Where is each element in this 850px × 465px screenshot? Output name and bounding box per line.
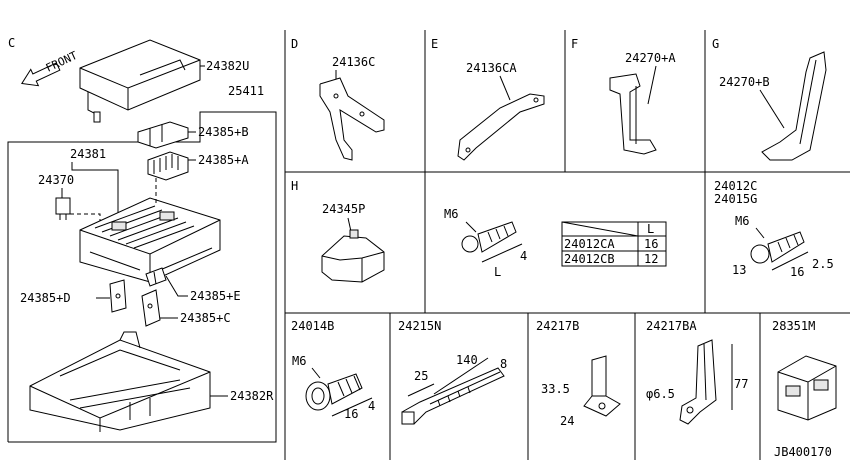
part-24215N: 24215N: [398, 319, 441, 333]
table-row-2-L: 12: [644, 252, 658, 266]
connector-d-part: [109, 279, 127, 313]
bracket-24136CA-part: [457, 93, 545, 161]
dim-m6-a: M6: [444, 207, 458, 221]
part-24385E: 24385+E: [190, 289, 241, 303]
dim-16-a: 16: [790, 265, 804, 279]
connector-28351M-part: [777, 355, 837, 421]
cap-24345P-part: [321, 229, 385, 283]
bracket-24270A-part: [609, 73, 657, 155]
bracket-24136C-part: [319, 77, 385, 161]
part-24382R: 24382R: [230, 389, 274, 403]
part-24382U: 24382U: [206, 59, 249, 73]
connector-b-part: [137, 121, 189, 149]
fuse-block-part: [79, 197, 221, 283]
part-24385D: 24385+D: [20, 291, 71, 305]
part-24385B: 24385+B: [198, 125, 249, 139]
bolt-24015G-part: [750, 231, 805, 264]
dim-4-a: 4: [520, 249, 527, 263]
connector-e-part: [145, 267, 167, 287]
part-24270B: 24270+B: [719, 75, 770, 89]
table-header-L: L: [647, 222, 654, 236]
dim-4-b: 4: [368, 399, 375, 413]
dim-8: 8: [500, 357, 507, 371]
dim-25: 25: [414, 369, 428, 383]
section-c-label: C: [8, 36, 15, 50]
bolt-24014B-part: [305, 373, 363, 411]
dim-33-5: 33.5: [541, 382, 570, 396]
connector-a-part: [147, 151, 189, 181]
front-label: FRONT: [44, 49, 80, 75]
part-24270A: 24270+A: [625, 51, 676, 65]
fuse-box-cover-part: [79, 39, 201, 123]
part-24385A: 24385+A: [198, 153, 249, 167]
dim-L: L: [494, 265, 501, 279]
part-24381: 24381: [70, 147, 106, 161]
part-24370: 24370: [38, 173, 74, 187]
fuse-box-lower-case-part: [29, 331, 211, 432]
bolt-24012C-part: [461, 221, 517, 253]
length-table: [561, 221, 667, 267]
table-row-1-L: 16: [644, 237, 658, 251]
part-24014B: 24014B: [291, 319, 334, 333]
part-24385C: 24385+C: [180, 311, 231, 325]
bracket-24217B-part: [583, 355, 621, 417]
table-row-2-part: 24012CB: [564, 252, 615, 266]
dim-140: 140: [456, 353, 478, 367]
dim-2-5: 2.5: [812, 257, 834, 271]
bracket-24270B-part: [761, 51, 827, 161]
dim-m6-c: M6: [292, 354, 306, 368]
dim-77: 77: [734, 377, 748, 391]
dim-16-b: 16: [344, 407, 358, 421]
dim-phi-6-5: φ6.5: [646, 387, 675, 401]
section-e-label: E: [431, 37, 438, 51]
connector-c-part: [141, 289, 161, 327]
section-h-label: H: [291, 179, 298, 193]
relay-part: [55, 197, 71, 220]
part-24217BA: 24217BA: [646, 319, 697, 333]
part-24345P: 24345P: [322, 202, 365, 216]
part-25411: 25411: [228, 84, 264, 98]
dim-m6-b: M6: [735, 214, 749, 228]
frame-lines: [284, 30, 850, 460]
diagram-code: JB400170: [774, 445, 832, 459]
dim-24: 24: [560, 414, 574, 428]
cable-tie-24215N-part: [401, 367, 505, 425]
part-24012C: 24012C: [714, 179, 757, 193]
section-f-label: F: [571, 37, 578, 51]
section-g-label: G: [712, 37, 719, 51]
part-24015G: 24015G: [714, 192, 757, 206]
part-24136CA: 24136CA: [466, 61, 517, 75]
part-24217B: 24217B: [536, 319, 579, 333]
part-28351M: 28351M: [772, 319, 815, 333]
section-d-label: D: [291, 37, 298, 51]
table-row-1-part: 24012CA: [564, 237, 615, 251]
part-24136C: 24136C: [332, 55, 375, 69]
front-arrow-icon: [21, 62, 61, 87]
bracket-24217BA-part: [679, 339, 717, 425]
dim-13: 13: [732, 263, 746, 277]
